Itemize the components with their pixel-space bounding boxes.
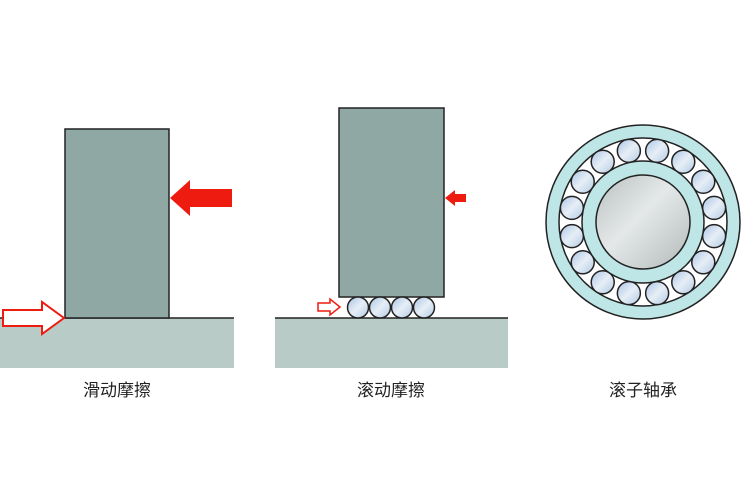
bearing-ball — [701, 195, 727, 221]
bearing-ball — [616, 138, 642, 164]
small-hollow-arrow-icon — [317, 297, 342, 317]
shaft — [595, 174, 691, 270]
bearing-ball — [701, 223, 727, 249]
bearing-ball — [559, 195, 585, 221]
ground-middle — [275, 318, 508, 368]
label-sliding-friction: 滑动摩擦 — [83, 381, 151, 401]
bearing-ball — [570, 169, 595, 194]
small-force-arrow-icon — [445, 190, 466, 206]
rolling-block — [338, 107, 445, 298]
bearing-ball — [559, 223, 585, 249]
bearing-ball — [570, 250, 595, 275]
rolling-friction-figure — [275, 107, 508, 368]
bearing-ball — [590, 149, 615, 174]
large-force-arrow-icon — [170, 180, 232, 216]
roller — [412, 296, 436, 319]
roller — [368, 296, 392, 319]
bearing-ball — [671, 149, 696, 174]
label-roller-bearing: 滚子轴承 — [609, 381, 677, 401]
rollers — [346, 296, 436, 319]
bearing-ball — [590, 270, 615, 295]
bearing-ball — [691, 169, 716, 194]
bearing-ball — [644, 138, 670, 164]
bearing-ball — [671, 270, 696, 295]
bearing-ball — [644, 280, 670, 306]
roller — [390, 296, 414, 319]
sliding-block — [64, 128, 170, 319]
bearing-balls — [559, 138, 727, 306]
bearing-ball — [691, 250, 716, 275]
label-rolling-friction: 滚动摩擦 — [357, 381, 425, 401]
roller-bearing-figure — [545, 124, 741, 320]
bearing-ball — [616, 280, 642, 306]
sliding-friction-figure — [0, 128, 234, 368]
roller — [346, 296, 370, 319]
hollow-friction-arrow-icon — [2, 300, 66, 336]
